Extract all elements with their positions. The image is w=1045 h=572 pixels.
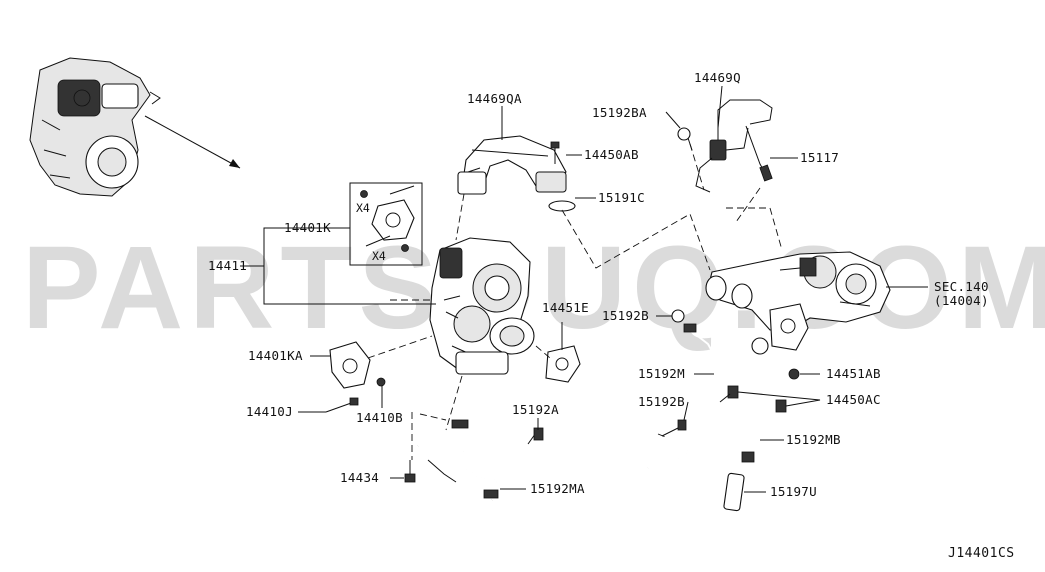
diagram-code: J14401CS [948,546,1015,561]
label-quantity-x4-top: X4 [356,201,370,215]
label-14450ab[interactable]: 14450AB [584,147,639,162]
exhaust-manifold-assembly [705,251,891,351]
pressure-sensor-14469q [695,99,773,193]
label-14401k[interactable]: 14401K [284,220,331,235]
gasket-14451e [545,345,581,383]
label-15192mb[interactable]: 15192MB [786,432,841,447]
gasket-15191c [548,200,576,212]
engine-thumbnail [29,57,241,197]
leader-lines [240,85,928,493]
label-15192b-top[interactable]: 15192B [602,308,649,323]
label-quantity-x4-bottom: X4 [372,249,386,263]
label-14469q[interactable]: 14469Q [694,70,741,85]
clip-15192ba [677,127,693,151]
part-labels: 14469QA 15192BA 14469Q 14450AB 15117 151… [208,70,989,499]
assembly-lines [367,143,783,460]
label-15192ma[interactable]: 15192MA [530,481,585,496]
label-15117[interactable]: 15117 [800,150,839,165]
nut-14451ab [788,368,800,380]
label-15191c[interactable]: 15191C [598,190,645,205]
label-15192a[interactable]: 15192A [512,402,559,417]
label-14451ab[interactable]: 14451AB [826,366,881,381]
label-14410b[interactable]: 14410B [356,410,403,425]
label-15197u[interactable]: 15197U [770,484,817,499]
label-14401ka[interactable]: 14401KA [248,348,303,363]
turbocharger-part [429,237,535,375]
gasket-14401ka [329,341,371,389]
label-15192b-bottom[interactable]: 15192B [638,394,685,409]
label-14411[interactable]: 14411 [208,258,247,273]
water-pipe-15192mb [741,337,770,463]
label-14434[interactable]: 14434 [340,470,379,485]
temperature-sensor-15117 [745,125,773,182]
label-14451e[interactable]: 14451E [542,300,589,315]
water-pipe-15192m [647,309,720,469]
label-15192ba[interactable]: 15192BA [592,105,647,120]
label-14469qa[interactable]: 14469QA [467,91,522,106]
label-sec140-ref: (14004) [934,293,989,308]
oil-pipe-15192ma [417,419,499,501]
inlet-tube-part [457,135,567,195]
label-14410j[interactable]: 14410J [246,404,293,419]
hose-15197u [723,472,745,512]
bolt-15192a [527,427,544,445]
label-15192m[interactable]: 15192M [638,366,685,381]
bolt-14450ab [550,141,560,164]
label-14450ac[interactable]: 14450AC [826,392,881,407]
bolt-14434 [404,460,416,483]
gasket-kit-box [349,182,423,266]
stud-and-nut [325,377,386,413]
label-sec140[interactable]: SEC.140 [934,279,989,294]
